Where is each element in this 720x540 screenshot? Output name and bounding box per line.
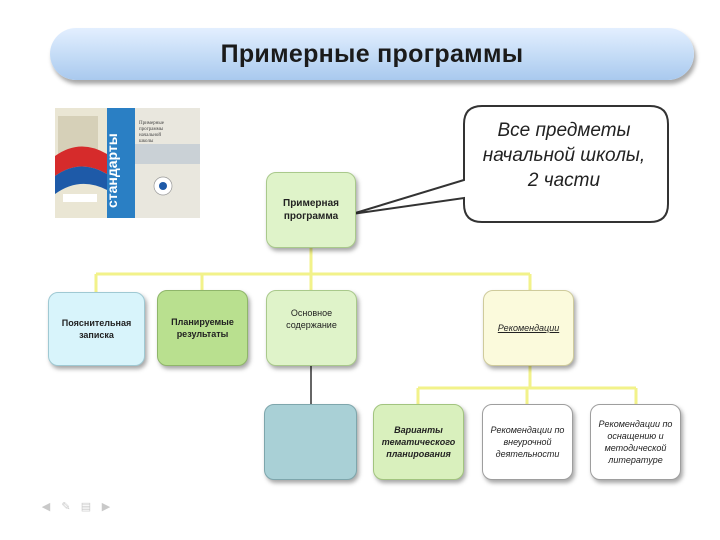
arrow-left-icon[interactable]: ◀ bbox=[41, 501, 51, 513]
title-banner: Примерные программы bbox=[50, 28, 694, 80]
pen-icon[interactable]: ✎ bbox=[61, 501, 71, 513]
book-spine-text: стандарты bbox=[104, 133, 120, 208]
menu-icon[interactable]: ▤ bbox=[80, 501, 92, 513]
callout-line-1: Все предметы bbox=[497, 120, 631, 141]
page-title: Примерные программы bbox=[220, 39, 524, 68]
node-extracurricular: Рекомендации по внеурочной деятельности bbox=[482, 404, 573, 480]
node-equipment-literature: Рекомендации по оснащению и методической… bbox=[590, 404, 681, 480]
slide-nav: ◀ ✎ ▤ ▶ bbox=[40, 500, 112, 513]
speech-callout bbox=[351, 105, 669, 223]
node-main-content: Основное содержание bbox=[266, 290, 357, 366]
node-recommendations: Рекомендации bbox=[483, 290, 574, 366]
callout-line-2: начальной школы, bbox=[482, 145, 646, 166]
node-empty bbox=[264, 404, 357, 480]
node-explanatory-note: Пояснительная записка bbox=[48, 292, 145, 366]
callout-text: Все предметы начальной школы, 2 части bbox=[466, 118, 662, 193]
node-planned-results: Планируемые результаты bbox=[157, 290, 248, 366]
arrow-right-icon[interactable]: ▶ bbox=[101, 501, 111, 513]
callout-line-3: 2 части bbox=[527, 170, 601, 191]
node-thematic-planning: Варианты тематического планирования bbox=[373, 404, 464, 480]
root-node: Примерная программа bbox=[266, 172, 356, 248]
